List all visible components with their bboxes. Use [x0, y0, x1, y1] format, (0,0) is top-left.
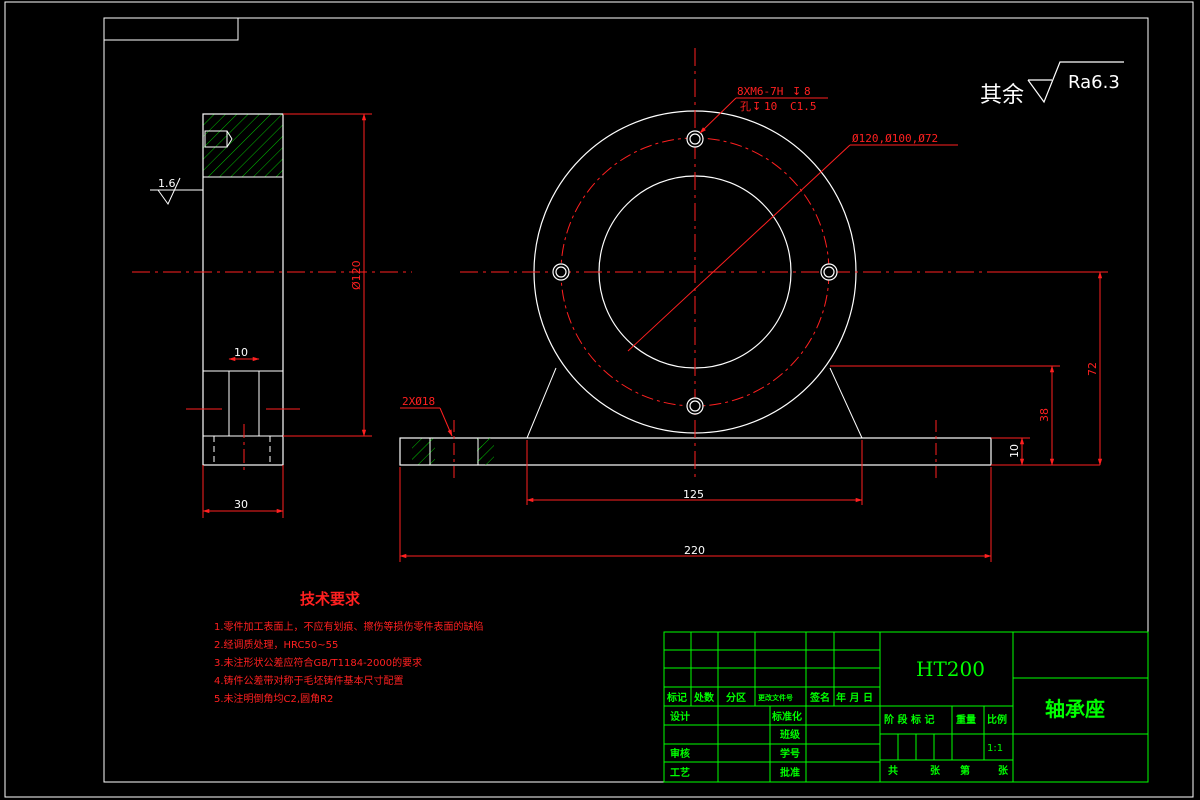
tech-item: 1.零件加工表面上，不应有划痕、擦伤等损伤零件表面的缺陷	[214, 620, 484, 633]
drawing-frame	[4, 1, 1194, 798]
dim-center-height: 72	[1086, 362, 1099, 376]
hdr-zone: 分区	[726, 691, 746, 704]
outer-border	[4, 1, 1194, 798]
hdr-mark: 标记	[666, 691, 687, 704]
lbl-review: 审核	[670, 747, 690, 760]
lbl-scale: 比例	[987, 713, 1007, 726]
dim-support-height: 38	[1038, 408, 1051, 422]
thread-holes	[552, 130, 838, 415]
roughness-prefix: 其余	[980, 83, 1024, 108]
inner-border	[103, 17, 1149, 783]
roughness-value: Ra6.3	[1068, 72, 1120, 93]
side-thread-hole	[204, 130, 228, 148]
thread-callout: 8XM6-7H	[737, 85, 783, 98]
dim-base-thickness: 10	[1008, 444, 1021, 458]
lbl-weight: 重量	[956, 713, 976, 726]
diameter-callout: Ø120,Ø100,Ø72	[852, 132, 938, 145]
roughness-icon	[1027, 61, 1124, 104]
lbl-student-id: 学号	[780, 747, 800, 760]
tech-item: 5.未注明倒角均C2,圆角R2	[214, 692, 333, 705]
lbl-process: 工艺	[670, 766, 690, 779]
tech-item: 2.经调质处理，HRC50~55	[214, 638, 338, 651]
title-block	[663, 631, 1149, 783]
hole-depth-prefix: 孔	[740, 100, 751, 113]
lbl-sheet-unit: 张	[998, 764, 1009, 777]
chamfer: C1.5	[790, 100, 817, 113]
tech-item: 4.铸件公差带对称于毛坯铸件基本尺寸配置	[214, 674, 404, 687]
hdr-date: 年 月 日	[836, 691, 873, 704]
roughness-symbol-general: 其余 Ra6.3	[980, 61, 1124, 108]
roughness-local-value: 1.6	[158, 177, 176, 190]
base-holes-callout: 2XØ18	[402, 395, 435, 408]
lbl-sheet-no: 第	[960, 764, 970, 777]
hdr-count: 处数	[693, 691, 715, 704]
hole-depth: 10	[764, 100, 777, 113]
part-name: 轴承座	[1045, 697, 1105, 721]
support-right	[829, 367, 863, 439]
material: HT200	[916, 657, 985, 681]
title-block-text: HT200 轴承座 标记 处数 分区 更改文件号 签名 年 月 日 设计 标准化…	[666, 657, 1105, 779]
dim-side-width: 30	[234, 498, 248, 511]
lbl-stage: 阶 段 标 记	[884, 713, 934, 726]
lbl-approve: 批准	[780, 766, 800, 779]
code-box	[103, 17, 239, 41]
tech-item: 3.未注形状公差应符合GB/T1184-2000的要求	[214, 656, 422, 669]
lbl-sheets-total: 共	[888, 764, 898, 777]
support-left	[526, 367, 557, 439]
roughness-icon-local	[157, 177, 181, 205]
dim-base-length: 220	[684, 544, 705, 557]
lbl-class: 班级	[780, 728, 801, 741]
svg-text:↧: ↧	[752, 100, 761, 113]
side-hatch-top	[203, 114, 283, 177]
dim-slot-width: 10	[234, 346, 248, 359]
thread-depth: 8	[804, 85, 811, 98]
base-hatch-right	[478, 438, 494, 465]
lbl-design: 设计	[670, 710, 690, 723]
dim-side-height: Ø120	[350, 260, 363, 290]
lbl-sheets-unit: 张	[930, 764, 941, 777]
front-view: 8XM6-7H ↧ 8 孔 ↧ 10 C1.5 Ø120,Ø100,Ø72 2X…	[399, 48, 1108, 562]
lbl-standardize: 标准化	[771, 710, 802, 723]
svg-text:↧: ↧	[792, 85, 801, 98]
hdr-sign: 签名	[809, 691, 830, 704]
hdr-doc: 更改文件号	[758, 693, 793, 702]
side-view: 1.6 Ø120 10 30	[132, 113, 412, 518]
dim-base-spacing: 125	[683, 488, 704, 501]
diameter-leader	[627, 144, 851, 352]
technical-requirements: 技术要求 1.零件加工表面上，不应有划痕、擦伤等损伤零件表面的缺陷 2.经调质处…	[214, 590, 484, 705]
scale-value: 1:1	[987, 743, 1003, 754]
side-outline	[202, 113, 284, 466]
tech-title: 技术要求	[300, 590, 361, 608]
